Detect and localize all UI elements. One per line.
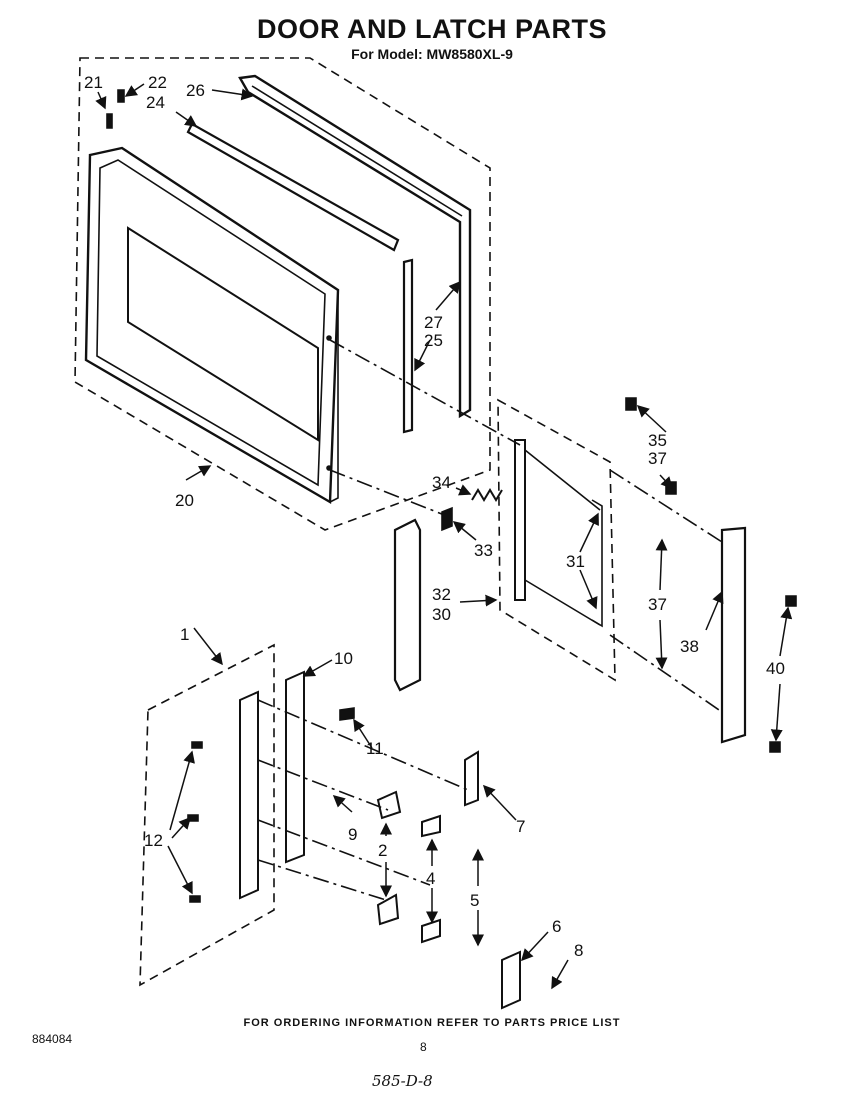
callout-5: 5 <box>470 891 479 910</box>
ordering-note: FOR ORDERING INFORMATION REFER TO PARTS … <box>243 1017 621 1029</box>
latch-group-outline <box>497 398 616 682</box>
handle-bar-part <box>720 526 747 744</box>
callout-2: 2 <box>378 841 387 860</box>
callout-24: 24 <box>146 93 165 112</box>
screw-21-22-parts <box>106 89 125 129</box>
callout-10: 10 <box>334 649 353 668</box>
callout-21: 21 <box>84 73 103 92</box>
callout-4: 4 <box>426 869 435 888</box>
gasket-strip-part <box>186 122 400 252</box>
model-subtitle: For Model: MW8580XL-9 <box>351 46 513 62</box>
callout-27: 27 <box>424 313 443 332</box>
latch-plate-part <box>514 439 603 628</box>
callout-22: 22 <box>148 73 167 92</box>
callout-31: 31 <box>566 552 585 571</box>
callout-9: 9 <box>348 825 357 844</box>
document-number: 884084 <box>32 1032 73 1046</box>
callout-38: 38 <box>680 637 699 656</box>
callout-32: 32 <box>432 585 451 604</box>
switch-7-part <box>464 750 479 807</box>
screw-11-part <box>339 707 355 721</box>
callout-6: 6 <box>552 917 561 936</box>
side-strip-part <box>402 258 414 434</box>
choke-frame-part <box>238 74 472 419</box>
actuator-4b-part <box>421 918 441 944</box>
callout-30: 30 <box>432 605 451 624</box>
handwritten-code: 585-D-8 <box>372 1072 433 1090</box>
callout-12: 12 <box>144 831 163 850</box>
page-title: DOOR AND LATCH PARTS <box>257 14 607 44</box>
callout-1: 1 <box>180 625 189 644</box>
switch-2-part <box>376 790 402 820</box>
page-number: 8 <box>420 1040 427 1054</box>
callout-37b: 37 <box>648 595 667 614</box>
screw-40-part <box>785 595 797 607</box>
latch-part <box>441 506 453 532</box>
callout-26: 26 <box>186 81 205 100</box>
mounting-bracket-part <box>239 670 469 901</box>
switch-2b-part <box>376 893 400 926</box>
interlock-6-part <box>501 950 521 1010</box>
door-frame-part <box>84 146 340 505</box>
leader-arrows <box>95 83 793 990</box>
callout-34: 34 <box>432 473 451 492</box>
spring-part <box>471 488 503 502</box>
callout-40: 40 <box>766 659 785 678</box>
callout-labels: 21 22 24 26 27 25 20 35 37 34 33 31 32 3… <box>84 73 785 960</box>
actuator-4-part <box>421 814 441 838</box>
callout-25: 25 <box>424 331 443 350</box>
lower-group-outline <box>139 643 275 987</box>
callout-37a: 37 <box>648 449 667 468</box>
callout-8: 8 <box>574 941 583 960</box>
callout-35: 35 <box>648 431 667 450</box>
callout-20: 20 <box>175 491 194 510</box>
door-handle-part <box>393 518 422 692</box>
callout-33: 33 <box>474 541 493 560</box>
callout-7: 7 <box>516 817 525 836</box>
screw-35-part <box>625 397 637 411</box>
callout-11: 11 <box>366 739 384 758</box>
door-group-outline <box>74 57 491 531</box>
